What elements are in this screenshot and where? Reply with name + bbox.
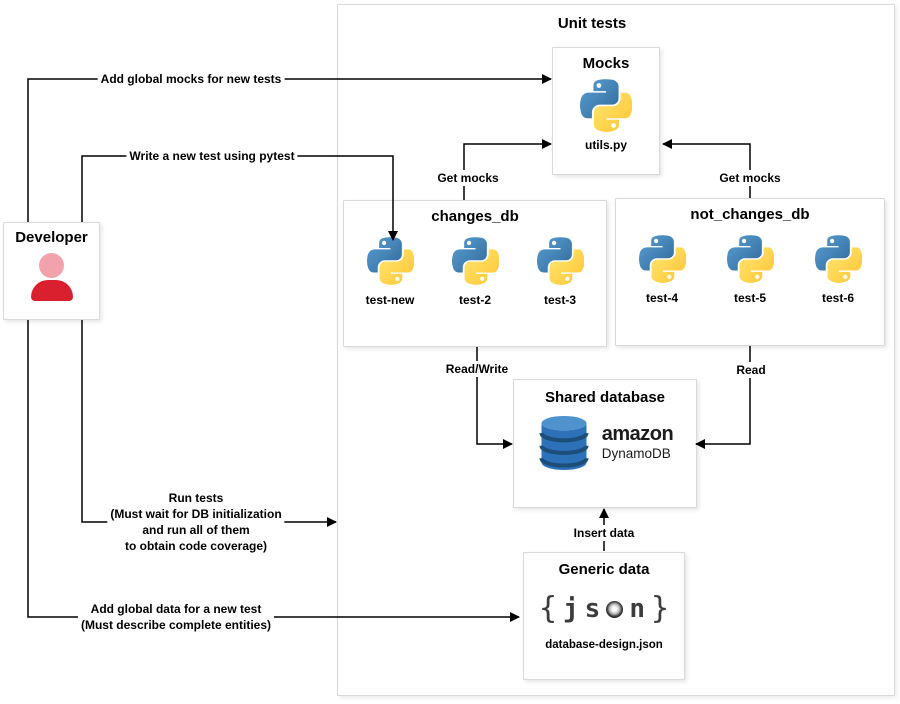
not-changes-db-node: not_changes_db test-4 test-5 test-6 (615, 198, 885, 346)
edge-label-write-new-test: Write a new test using pytest (126, 148, 298, 164)
test-item: test-new (350, 237, 430, 307)
python-icon (452, 237, 499, 285)
edge-label-run-tests: Run tests (Must wait for DB initializati… (107, 490, 285, 554)
test-label: test-2 (458, 293, 491, 307)
python-icon (815, 235, 862, 283)
shared-database-title: Shared database (544, 389, 666, 406)
run-tests-line2: (Must wait for DB initialization (110, 507, 282, 521)
edge-label-read: Read (733, 362, 769, 378)
edge-label-get-mocks-right: Get mocks (716, 170, 784, 186)
mocks-file-label: utils.py (584, 138, 627, 152)
edge-label-insert-data: Insert data (570, 525, 638, 541)
person-icon (30, 253, 74, 301)
developer-title: Developer (15, 229, 88, 246)
run-tests-line1: Run tests (168, 491, 224, 505)
not-changes-db-tests: test-4 test-5 test-6 (616, 235, 884, 305)
generic-data-file-label: database-design.json (545, 639, 663, 651)
json-letter-j: j (563, 594, 579, 624)
test-label: test-4 (645, 291, 678, 305)
test-label: test-new (365, 293, 415, 307)
shared-database-node: Shared database amazon DynamoDB (513, 379, 697, 508)
json-brace-close: } (650, 590, 670, 626)
person-body-icon (30, 280, 73, 301)
json-brace-open: { (538, 590, 558, 626)
person-head-icon (39, 253, 64, 278)
edge-label-read-write: Read/Write (442, 361, 512, 377)
json-dot-icon (606, 600, 624, 618)
generic-data-title: Generic data (558, 561, 650, 578)
dynamodb-logo-row: amazon DynamoDB (514, 414, 696, 472)
run-tests-line4: to obtain code coverage) (124, 539, 268, 553)
python-icon (639, 235, 686, 283)
json-icon: { j s n } (539, 591, 669, 627)
amazon-brand-text: amazon (601, 423, 674, 446)
not-changes-db-title: not_changes_db (690, 206, 810, 223)
changes-db-title: changes_db (431, 208, 519, 225)
json-letter-s: s (584, 594, 601, 624)
json-letter-n: n (629, 594, 645, 624)
edge-label-add-global-data: Add global data for a new test (Must des… (77, 601, 275, 633)
run-tests-line3: and run all of them (142, 523, 250, 537)
test-item: test-5 (710, 235, 790, 305)
python-icon (537, 237, 584, 285)
test-item: test-4 (622, 235, 702, 305)
add-global-data-line1: Add global data for a new test (90, 602, 262, 616)
mocks-title: Mocks (582, 55, 630, 72)
dynamodb-wordmark: amazon DynamoDB (601, 423, 674, 462)
dynamodb-product-text: DynamoDB (601, 446, 671, 462)
test-label: test-3 (543, 293, 576, 307)
python-icon (727, 235, 774, 283)
python-icon (367, 237, 414, 285)
test-label: test-6 (821, 291, 854, 305)
test-label: test-5 (733, 291, 766, 305)
dynamodb-icon (537, 414, 591, 472)
test-item: test-3 (520, 237, 600, 307)
test-item: test-2 (435, 237, 515, 307)
mocks-node: Mocks utils.py (552, 47, 660, 175)
generic-data-node: Generic data { j s n } database-design.j… (523, 552, 685, 680)
changes-db-tests: test-new test-2 test-3 (344, 237, 606, 307)
edge-label-get-mocks-left: Get mocks (434, 170, 502, 186)
edge-label-add-global-mocks: Add global mocks for new tests (97, 71, 285, 87)
changes-db-node: changes_db test-new test-2 test-3 (343, 200, 607, 347)
python-icon (580, 79, 632, 132)
test-item: test-6 (798, 235, 878, 305)
unit-tests-title: Unit tests (557, 15, 627, 32)
developer-node: Developer (3, 222, 100, 320)
add-global-data-line2: (Must describe complete entities) (80, 618, 272, 632)
